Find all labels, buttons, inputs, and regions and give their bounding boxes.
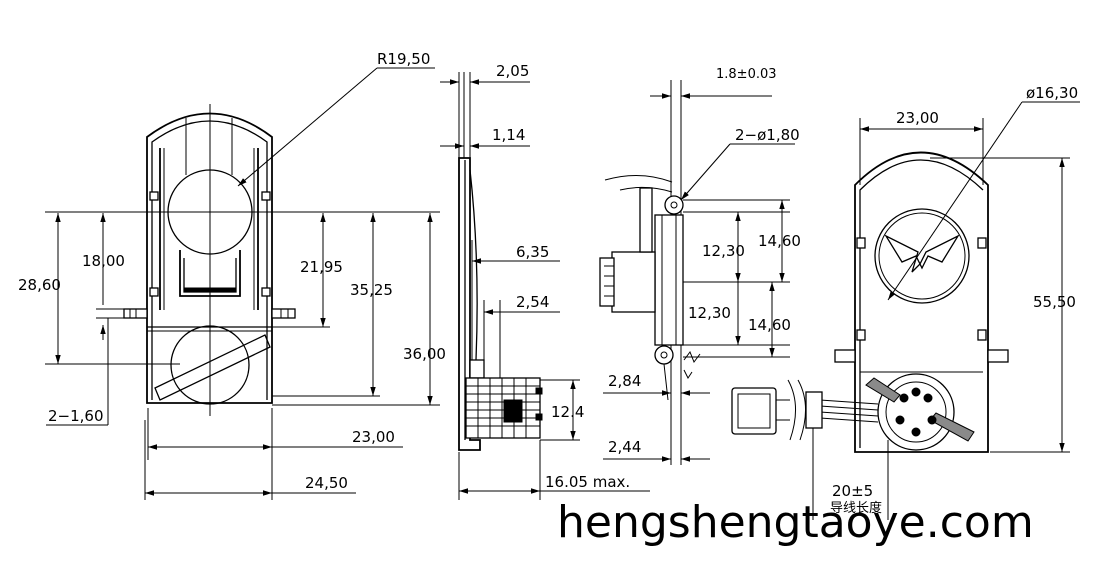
dim-635: 6,35 xyxy=(516,243,549,261)
dim-1800: 18,00 xyxy=(82,252,125,270)
dim-205: 2,05 xyxy=(496,62,529,80)
dim-1230-bot: 12,30 xyxy=(688,304,731,322)
side-view-dimensions xyxy=(440,79,650,500)
right-view xyxy=(731,101,1080,520)
dim-254: 2,54 xyxy=(516,293,549,311)
dim-18: 1.8±0.03 xyxy=(716,67,777,82)
dim-2195: 21,95 xyxy=(300,258,343,276)
dim-1460-top: 14,60 xyxy=(758,232,801,250)
dim-3600: 36,00 xyxy=(403,345,446,363)
dim-244: 2,44 xyxy=(608,438,641,456)
dim-1630: ø16,30 xyxy=(1026,84,1078,102)
dim-2300-front: 23,00 xyxy=(352,428,395,446)
dim-hole: 2−ø1,80 xyxy=(735,126,800,144)
dim-2450: 24,50 xyxy=(305,474,348,492)
dim-2300-right: 23,00 xyxy=(896,109,939,127)
dim-r1950: R19,50 xyxy=(377,50,430,68)
dim-124: 12.4 xyxy=(551,403,584,421)
dim-1605: 16.05 max. xyxy=(545,473,630,491)
front-view-dimensions xyxy=(45,213,440,500)
dim-284: 2,84 xyxy=(608,372,641,390)
dim-114: 1,14 xyxy=(492,126,525,144)
dimension-labels: R19,50 2,05 1,14 1.8±0.03 2−ø1,80 6,35 2… xyxy=(18,50,1078,516)
dim-1460-bot: 14,60 xyxy=(748,316,791,334)
dim-1230-top: 12,30 xyxy=(702,242,745,260)
motor-view xyxy=(599,80,795,465)
watermark-text: hengshengtaoye.com xyxy=(557,497,1034,548)
dim-3525: 35,25 xyxy=(350,281,393,299)
dim-205-lead: 20±5 xyxy=(832,482,873,500)
lead-length-label: 导线长度 xyxy=(830,500,882,516)
dim-2860: 28,60 xyxy=(18,276,61,294)
dim-2160: 2−1,60 xyxy=(48,407,104,425)
front-view xyxy=(45,67,440,416)
dim-5550: 55,50 xyxy=(1033,293,1076,311)
side-view xyxy=(458,72,543,451)
